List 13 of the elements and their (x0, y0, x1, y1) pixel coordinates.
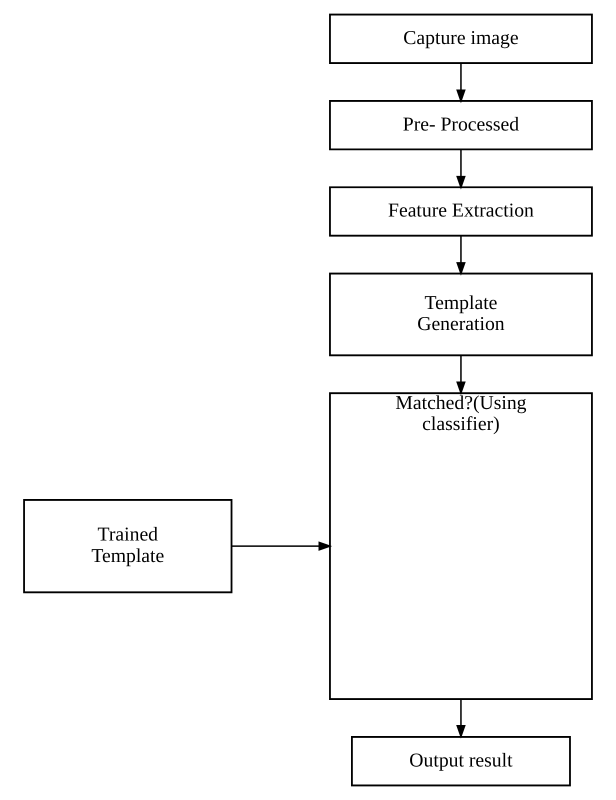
node-box: Template Generation (329, 272, 593, 356)
node-box: Matched?(Using classifier) (329, 392, 593, 700)
node-box: Pre- Processed (329, 100, 593, 150)
arrow (456, 149, 466, 190)
node-box: Trained Template (23, 499, 232, 594)
node-box: Output result (351, 736, 571, 786)
arrow (456, 236, 466, 276)
arrow (232, 541, 332, 551)
arrow (456, 699, 466, 739)
node-box: Feature Extraction (329, 186, 593, 237)
arrow (456, 356, 466, 396)
arrow (456, 63, 466, 104)
node-box: Capture image (329, 14, 593, 64)
